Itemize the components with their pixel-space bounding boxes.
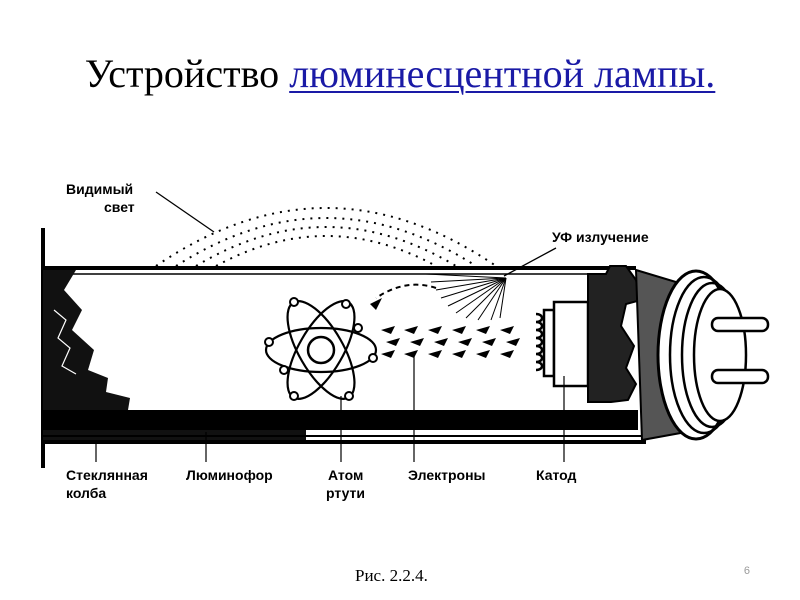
visible-light-arcs (155, 207, 497, 267)
label-visible-light-1: Видимый (66, 181, 133, 197)
label-electrons: Электроны (408, 467, 486, 483)
electron-stream (381, 326, 520, 358)
lamp-pin-top (710, 316, 770, 333)
uv-radiation-rays (425, 273, 507, 321)
title-main: Устройство (84, 51, 290, 96)
label-atom-2: ртути (326, 485, 365, 501)
cathode-filament (535, 300, 590, 388)
lamp-pin-bottom (710, 368, 770, 385)
broken-glass-shape (43, 270, 306, 440)
label-cathode: Катод (536, 467, 577, 483)
label-glass-1: Стеклянная (66, 467, 148, 483)
slide-title: Устройство люминесцентной лампы. (0, 52, 800, 96)
excitation-arrow-head (370, 298, 382, 310)
label-visible-light-2: свет (104, 199, 135, 215)
uv-pointer-line (503, 247, 557, 277)
glass-crack-lines (53, 309, 77, 375)
title-link[interactable]: люминесцентной лампы. (289, 51, 716, 96)
mercury-atom (264, 297, 378, 401)
figure-caption: Рис. 2.2.4. (355, 566, 428, 585)
visible-light-pointer (155, 191, 215, 233)
lamp-diagram: Видимый свет УФ излучение Стеклянная кол… (41, 181, 770, 501)
label-leader-lines (95, 356, 565, 462)
lamp-end-cap (587, 265, 770, 442)
label-uv: УФ излучение (552, 229, 649, 245)
label-atom-1: Атом (328, 467, 363, 483)
label-phosphor: Люминофор (186, 467, 273, 483)
excitation-arrow (375, 283, 437, 299)
label-glass-2: колба (66, 485, 106, 501)
slide-number: 6 (743, 565, 750, 577)
